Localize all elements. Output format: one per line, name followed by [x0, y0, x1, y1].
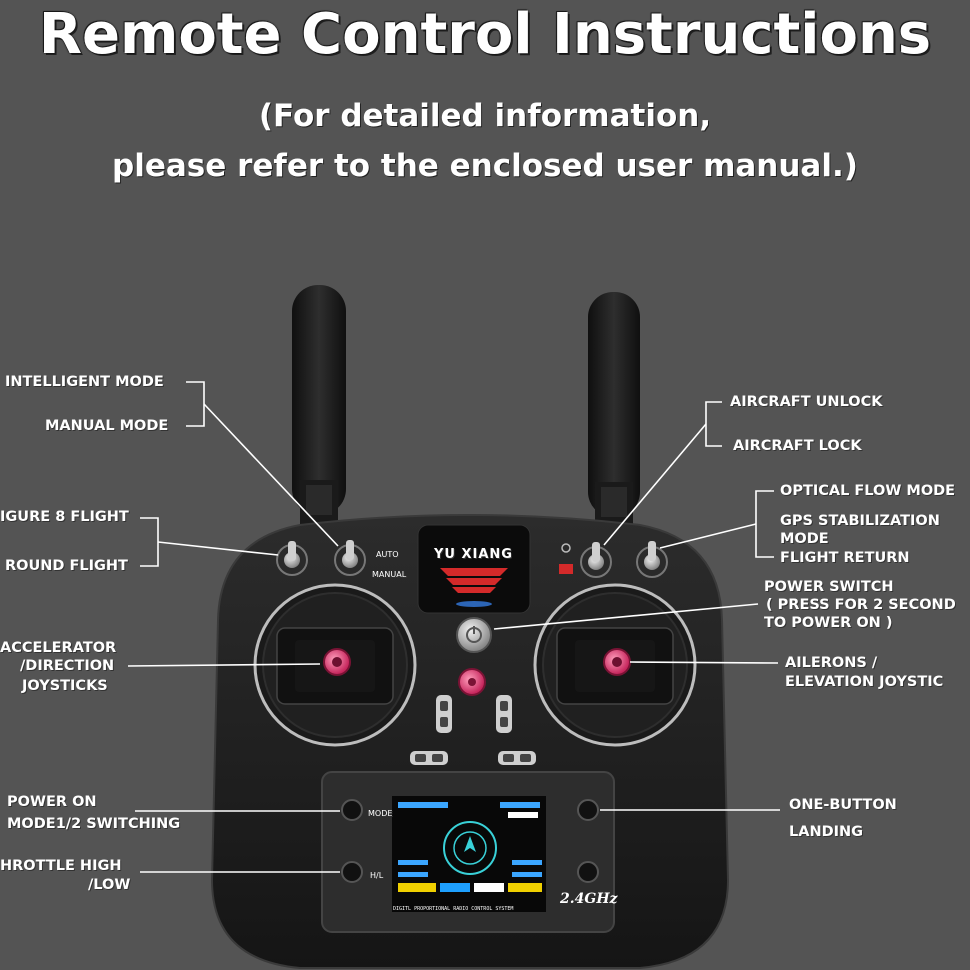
left-antenna[interactable] [292, 285, 346, 535]
label-round-flight: ROUND FLIGHT [5, 558, 128, 574]
label-mode-switching: MODE1/2 SWITCHING [7, 816, 181, 832]
trim-button-right-horizontal[interactable] [498, 751, 536, 765]
extra-button[interactable] [577, 861, 599, 883]
label-landing: LANDING [789, 824, 864, 840]
trim-button-left-vertical[interactable] [436, 695, 452, 733]
switch-auto-label: AUTO [376, 550, 399, 559]
label-throttle-line2: /LOW [88, 877, 131, 893]
label-power-switch-line3: TO POWER ON ) [764, 615, 893, 631]
frequency-label: 2.4GHz [560, 891, 618, 907]
leader-lines [127, 381, 780, 873]
label-gps-stabilization-line2: MODE [780, 531, 829, 547]
switch-flight-mode[interactable] [636, 541, 668, 578]
power-button[interactable] [456, 617, 492, 653]
compass-icon [443, 821, 497, 875]
label-manual-mode: MANUAL MODE [45, 418, 169, 434]
switch-figure8-round[interactable] [276, 541, 308, 576]
switch-intelligent-manual[interactable] [334, 540, 366, 576]
mode-button-label: MODE [368, 809, 393, 818]
subtitle-line-2: please refer to the enclosed user manual… [112, 148, 858, 184]
trim-button-left-horizontal[interactable] [410, 751, 448, 765]
switch-unlock-lock[interactable] [580, 542, 612, 578]
label-accelerator-line1: ACCELERATOR [0, 640, 117, 656]
label-accelerator-line2: /DIRECTION [20, 658, 115, 674]
label-accelerator-line3: JOYSTICKS [22, 678, 108, 694]
hl-button[interactable] [341, 861, 363, 883]
switch-manual-label: MANUAL [372, 570, 407, 579]
label-gps-stabilization-line1: GPS STABILIZATION [780, 513, 940, 529]
label-throttle-line1: HROTTLE HIGH [0, 858, 122, 874]
label-ailerons-line2: ELEVATION JOYSTIC [785, 674, 944, 690]
mode-button[interactable] [341, 799, 363, 821]
label-flight-return: FLIGHT RETURN [780, 550, 910, 566]
label-aircraft-lock: AIRCRAFT LOCK [733, 438, 862, 454]
label-power-on: POWER ON [7, 794, 97, 810]
left-joystick[interactable] [253, 583, 417, 747]
brand-logo-text: YU XIANG [434, 547, 513, 562]
logo-panel [417, 524, 531, 614]
label-ailerons-line1: AILERONS / [785, 655, 878, 671]
label-aircraft-unlock: AIRCRAFT UNLOCK [730, 394, 883, 410]
right-joystick[interactable] [533, 583, 697, 747]
subtitle-line-1: (For detailed information, [258, 98, 712, 134]
label-power-switch-line1: POWER SWITCH [764, 579, 894, 595]
label-figure8-flight: IGURE 8 FLIGHT [0, 509, 129, 525]
landing-button[interactable] [577, 799, 599, 821]
screen-footer-text: DIGITL PROPORTIONAL RADIO CONTROL SYSTEM [393, 906, 514, 912]
red-indicator-icon [559, 564, 573, 574]
label-optical-flow-mode: OPTICAL FLOW MODE [780, 483, 956, 499]
label-one-button: ONE-BUTTON [789, 797, 897, 813]
center-pink-button[interactable] [458, 668, 486, 696]
page-title: Remote Control Instructions [38, 2, 932, 67]
hl-button-label: H/L [370, 871, 384, 880]
label-intelligent-mode: INTELLIGENT MODE [5, 374, 164, 390]
label-power-switch-line2: ( PRESS FOR 2 SECOND [766, 597, 956, 613]
trim-button-right-vertical[interactable] [496, 695, 512, 733]
right-antenna[interactable] [588, 292, 640, 537]
lock-icon [561, 543, 571, 553]
